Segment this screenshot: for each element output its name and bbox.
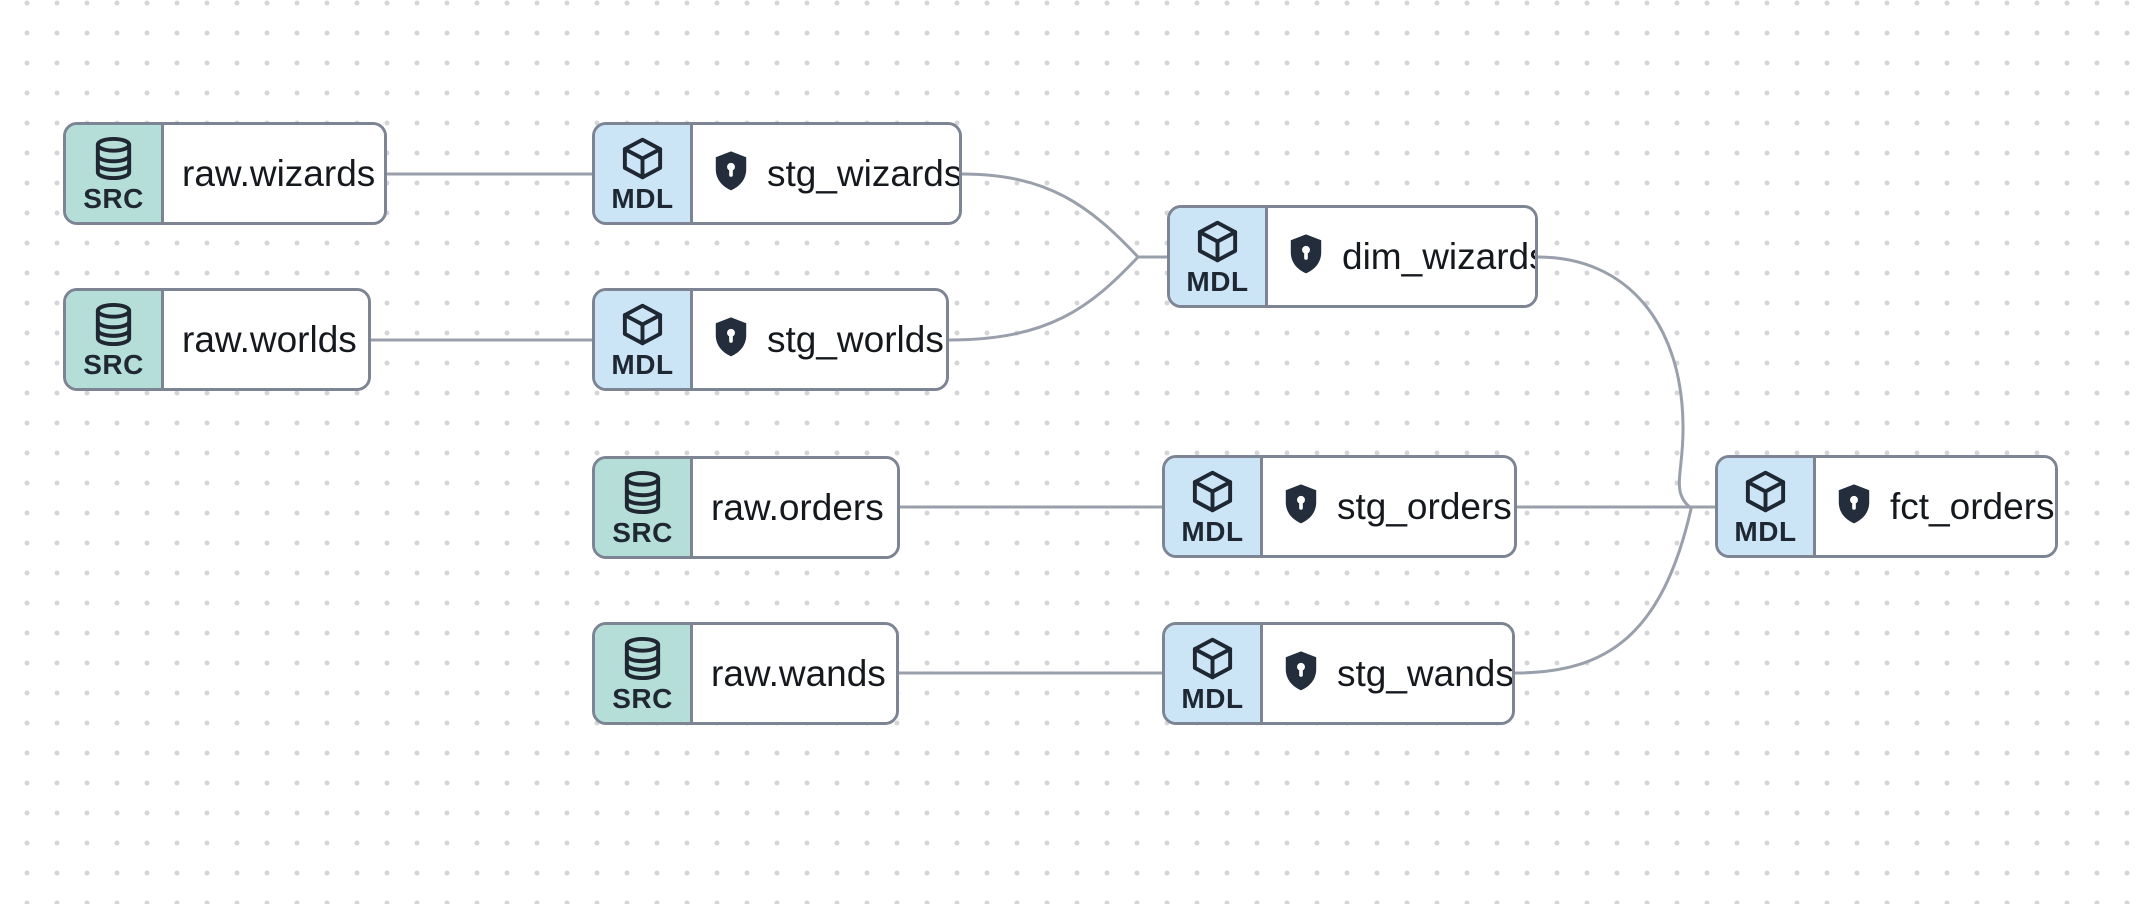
database-icon — [90, 301, 137, 348]
node-type-badge-mdl: MDL — [1165, 458, 1263, 555]
node-fct-orders[interactable]: MDL fct_orders — [1715, 455, 2058, 558]
badge-label: SRC — [83, 182, 144, 214]
node-label: raw.worlds — [182, 318, 357, 360]
node-label-area: stg_wizards — [693, 125, 962, 222]
node-type-badge-mdl: MDL — [1165, 625, 1263, 722]
node-label: dim_wizards — [1342, 235, 1538, 277]
badge-label: MDL — [611, 348, 674, 380]
badge-label: MDL — [1181, 682, 1244, 714]
node-type-badge-mdl: MDL — [1718, 458, 1816, 555]
cube-icon — [1194, 218, 1241, 265]
database-icon — [619, 469, 666, 516]
cube-icon — [1189, 468, 1236, 515]
badge-label: MDL — [1181, 515, 1244, 547]
node-label-area: stg_orders — [1263, 458, 1514, 555]
badge-label: SRC — [612, 516, 673, 548]
cube-icon — [619, 135, 666, 182]
edge-stg-worlds-to-dim-wizards — [947, 255, 1140, 342]
node-label-area: raw.wizards — [164, 125, 384, 222]
node-raw-worlds[interactable]: SRC raw.worlds — [63, 288, 371, 391]
shield-icon — [1281, 650, 1321, 698]
badge-label: MDL — [1186, 265, 1249, 297]
database-icon — [619, 635, 666, 682]
cube-icon — [619, 301, 666, 348]
badge-label: MDL — [611, 182, 674, 214]
node-type-badge-src: SRC — [66, 125, 164, 222]
cube-icon — [1189, 635, 1236, 682]
node-label: fct_orders — [1890, 485, 2055, 527]
node-stg-wizards[interactable]: MDL stg_wizards — [592, 122, 962, 225]
node-label-area: stg_worlds — [693, 291, 946, 388]
node-label-area: fct_orders — [1816, 458, 2055, 555]
node-raw-wizards[interactable]: SRC raw.wizards — [63, 122, 387, 225]
node-label-area: raw.wands — [693, 625, 896, 722]
shield-icon — [1281, 483, 1321, 531]
node-label: raw.wizards — [182, 152, 376, 194]
shield-icon — [1834, 483, 1874, 531]
node-dim-wizards[interactable]: MDL dim_wizards — [1167, 205, 1538, 308]
node-stg-worlds[interactable]: MDL stg_worlds — [592, 288, 949, 391]
node-type-badge-mdl: MDL — [595, 291, 693, 388]
edge-stg-wands-to-fct-orders — [1513, 507, 1693, 675]
node-label: stg_wizards — [767, 152, 962, 194]
node-label-area: raw.orders — [693, 459, 897, 556]
badge-label: MDL — [1734, 515, 1797, 547]
node-label: stg_wands — [1337, 652, 1514, 694]
node-label: stg_worlds — [767, 318, 944, 360]
node-label: raw.wands — [711, 652, 886, 694]
shield-icon — [1286, 233, 1326, 281]
edge-stg-wizards-to-dim-wizards — [960, 172, 1169, 259]
shield-icon — [711, 150, 751, 198]
node-type-badge-src: SRC — [595, 625, 693, 722]
edge-dim-wizards-to-fct-orders — [1536, 255, 1693, 510]
node-label: raw.orders — [711, 486, 884, 528]
node-raw-wands[interactable]: SRC raw.wands — [592, 622, 899, 725]
node-label-area: dim_wizards — [1268, 208, 1538, 305]
badge-label: SRC — [612, 682, 673, 714]
cube-icon — [1742, 468, 1789, 515]
node-type-badge-src: SRC — [595, 459, 693, 556]
node-label-area: raw.worlds — [164, 291, 368, 388]
node-raw-orders[interactable]: SRC raw.orders — [592, 456, 900, 559]
node-stg-wands[interactable]: MDL stg_wands — [1162, 622, 1515, 725]
node-type-badge-mdl: MDL — [595, 125, 693, 222]
badge-label: SRC — [83, 348, 144, 380]
node-stg-orders[interactable]: MDL stg_orders — [1162, 455, 1517, 558]
node-type-badge-mdl: MDL — [1170, 208, 1268, 305]
database-icon — [90, 135, 137, 182]
node-label: stg_orders — [1337, 485, 1512, 527]
node-type-badge-src: SRC — [66, 291, 164, 388]
shield-icon — [711, 316, 751, 364]
node-label-area: stg_wands — [1263, 625, 1514, 722]
